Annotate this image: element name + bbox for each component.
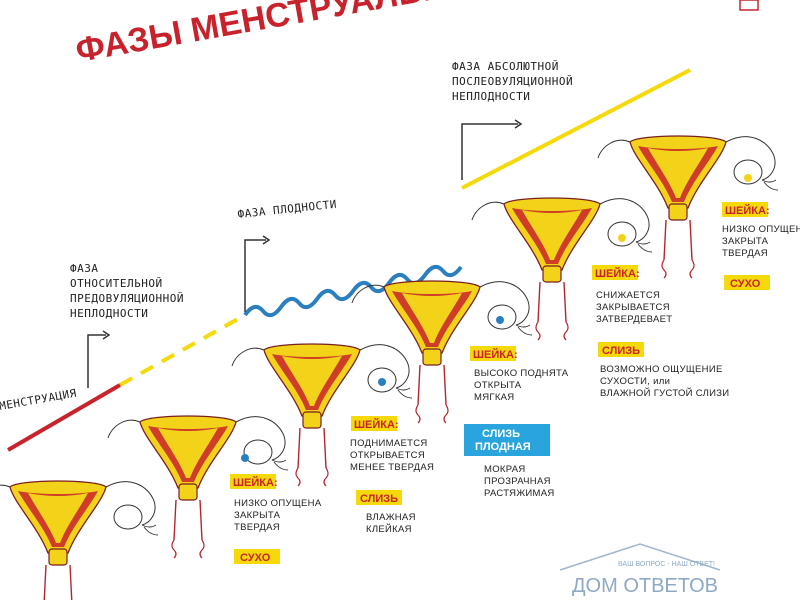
- fertility-wavy-line: [243, 264, 463, 318]
- stage-5-info: ШЕЙКА: НИЗКО ОПУЩЕНА ЗАКРЫТА ТВЕРДАЯ СУХ…: [722, 202, 800, 290]
- cervix-tag: ШЕЙКА:: [725, 204, 770, 217]
- svg-text:НИЗКО ОПУЩЕНА: НИЗКО ОПУЩЕНА: [722, 224, 800, 235]
- uterus-stage-1: [0, 480, 159, 600]
- relative-infertility-label: ФАЗА ОТНОСИТЕЛЬНОЙ ПРЕДОВУЛЯЦИОННОЙ НЕПЛ…: [70, 262, 184, 320]
- svg-text:ЗАКРЫТА: ЗАКРЫТА: [234, 510, 281, 521]
- svg-text:СЛИЗЬ: СЛИЗЬ: [360, 493, 398, 505]
- watermark: ВАШ ВОПРОС - НАШ ОТВЕТ! ДОМ ОТВЕТОВ: [559, 543, 721, 597]
- svg-text:НЕПЛОДНОСТИ: НЕПЛОДНОСТИ: [452, 90, 530, 103]
- svg-text:СУХО: СУХО: [240, 552, 271, 564]
- svg-text:ТВЕРДАЯ: ТВЕРДАЯ: [722, 248, 768, 259]
- svg-text:ЗАТВЕРДЕВАЕТ: ЗАТВЕРДЕВАЕТ: [596, 314, 672, 325]
- svg-text:ВЫСОКО ПОДНЯТА: ВЫСОКО ПОДНЯТА: [474, 368, 569, 379]
- page-title: ФАЗЫ МЕНСТРУАЛЬНОГО ЦИКЛА: [73, 0, 646, 70]
- svg-text:ВАШ ВОПРОС - НАШ ОТВЕТ!: ВАШ ВОПРОС - НАШ ОТВЕТ!: [618, 561, 715, 568]
- svg-text:РАСТЯЖИМАЯ: РАСТЯЖИМАЯ: [484, 488, 555, 499]
- preovulatory-dashed-line: [119, 313, 246, 387]
- svg-text:НИЗКО ОПУЩЕНА: НИЗКО ОПУЩЕНА: [234, 498, 322, 509]
- svg-text:МЯГКАЯ: МЯГКАЯ: [474, 392, 514, 403]
- stage-3-info: ШЕЙКА: ВЫСОКО ПОДНЯТА ОТКРЫТА МЯГКАЯ СЛИ…: [464, 346, 569, 499]
- cervix-tag: ШЕЙКА:: [233, 476, 278, 489]
- svg-text:ВОЗМОЖНО ОЩУЩЕНИЕ: ВОЗМОЖНО ОЩУЩЕНИЕ: [600, 364, 723, 375]
- svg-text:ВЛАЖНАЯ: ВЛАЖНАЯ: [366, 512, 416, 523]
- svg-text:ВЛАЖНОЙ ГУСТОЙ СЛИЗИ: ВЛАЖНОЙ ГУСТОЙ СЛИЗИ: [600, 387, 729, 399]
- svg-text:МЕНЕЕ ТВЕРДАЯ: МЕНЕЕ ТВЕРДАЯ: [350, 462, 434, 473]
- cervix-tag: ШЕЙКА:: [354, 418, 399, 431]
- fertility-phase-label: ФАЗА ПЛОДНОСТИ: [237, 198, 338, 221]
- svg-text:СЛИЗЬ: СЛИЗЬ: [602, 345, 640, 357]
- svg-text:ФАЗА: ФАЗА: [70, 262, 99, 275]
- svg-text:СУХО: СУХО: [730, 278, 761, 290]
- svg-text:ОТНОСИТЕЛЬНОЙ: ОТНОСИТЕЛЬНОЙ: [70, 277, 163, 290]
- svg-text:СУХОСТИ, или: СУХОСТИ, или: [600, 376, 670, 387]
- stage-2-info: ШЕЙКА: ПОДНИМАЕТСЯ ОТКРЫВАЕТСЯ МЕНЕЕ ТВЕ…: [350, 416, 434, 535]
- svg-text:ПОДНИМАЕТСЯ: ПОДНИМАЕТСЯ: [350, 438, 428, 449]
- svg-text:СНИЖАЕТСЯ: СНИЖАЕТСЯ: [596, 290, 660, 301]
- cervix-tag: ШЕЙКА:: [595, 267, 640, 280]
- svg-text:ПРЕДОВУЛЯЦИОННОЙ: ПРЕДОВУЛЯЦИОННОЙ: [70, 292, 184, 305]
- svg-text:ПЛОДНАЯ: ПЛОДНАЯ: [475, 441, 531, 453]
- postovulatory-line: [461, 68, 691, 190]
- svg-text:КЛЕЙКАЯ: КЛЕЙКАЯ: [366, 523, 412, 535]
- stage-4-info: ШЕЙКА: СНИЖАЕТСЯ ЗАКРЫВАЕТСЯ ЗАТВЕРДЕВАЕ…: [592, 265, 729, 399]
- svg-text:СЛИЗЬ: СЛИЗЬ: [482, 428, 520, 440]
- svg-text:ОТКРЫТА: ОТКРЫТА: [474, 380, 522, 391]
- svg-text:ФАЗА АБСОЛЮТНОЙ: ФАЗА АБСОЛЮТНОЙ: [452, 60, 559, 73]
- svg-text:НЕПЛОДНОСТИ: НЕПЛОДНОСТИ: [70, 307, 148, 320]
- fertile-mucus-tag: [464, 424, 550, 456]
- svg-text:ЗАКРЫВАЕТСЯ: ЗАКРЫВАЕТСЯ: [596, 302, 670, 313]
- svg-text:ОТКРЫВАЕТСЯ: ОТКРЫВАЕТСЯ: [350, 450, 425, 461]
- absolute-infertility-label: ФАЗА АБСОЛЮТНОЙ ПОСЛЕОВУЛЯЦИОННОЙ НЕПЛОД…: [452, 60, 573, 103]
- menstruation-label: МЕНСТРУАЦИЯ: [0, 387, 78, 413]
- menstruation-line: [6, 383, 122, 452]
- svg-text:ДОМ ОТВЕТОВ: ДОМ ОТВЕТОВ: [572, 575, 718, 597]
- stage-1-info: ШЕЙКА: НИЗКО ОПУЩЕНА ЗАКРЫТА ТВЕРДАЯ СУХ…: [230, 474, 322, 564]
- svg-text:ЗАКРЫТА: ЗАКРЫТА: [722, 236, 769, 247]
- svg-text:ПОСЛЕОВУЛЯЦИОННОЙ: ПОСЛЕОВУЛЯЦИОННОЙ: [452, 75, 573, 88]
- svg-text:ТВЕРДАЯ: ТВЕРДАЯ: [234, 522, 280, 533]
- svg-text:МОКРАЯ: МОКРАЯ: [484, 464, 526, 475]
- cervix-tag: ШЕЙКА:: [473, 348, 518, 361]
- svg-text:ПРОЗРАЧНАЯ: ПРОЗРАЧНАЯ: [484, 476, 551, 487]
